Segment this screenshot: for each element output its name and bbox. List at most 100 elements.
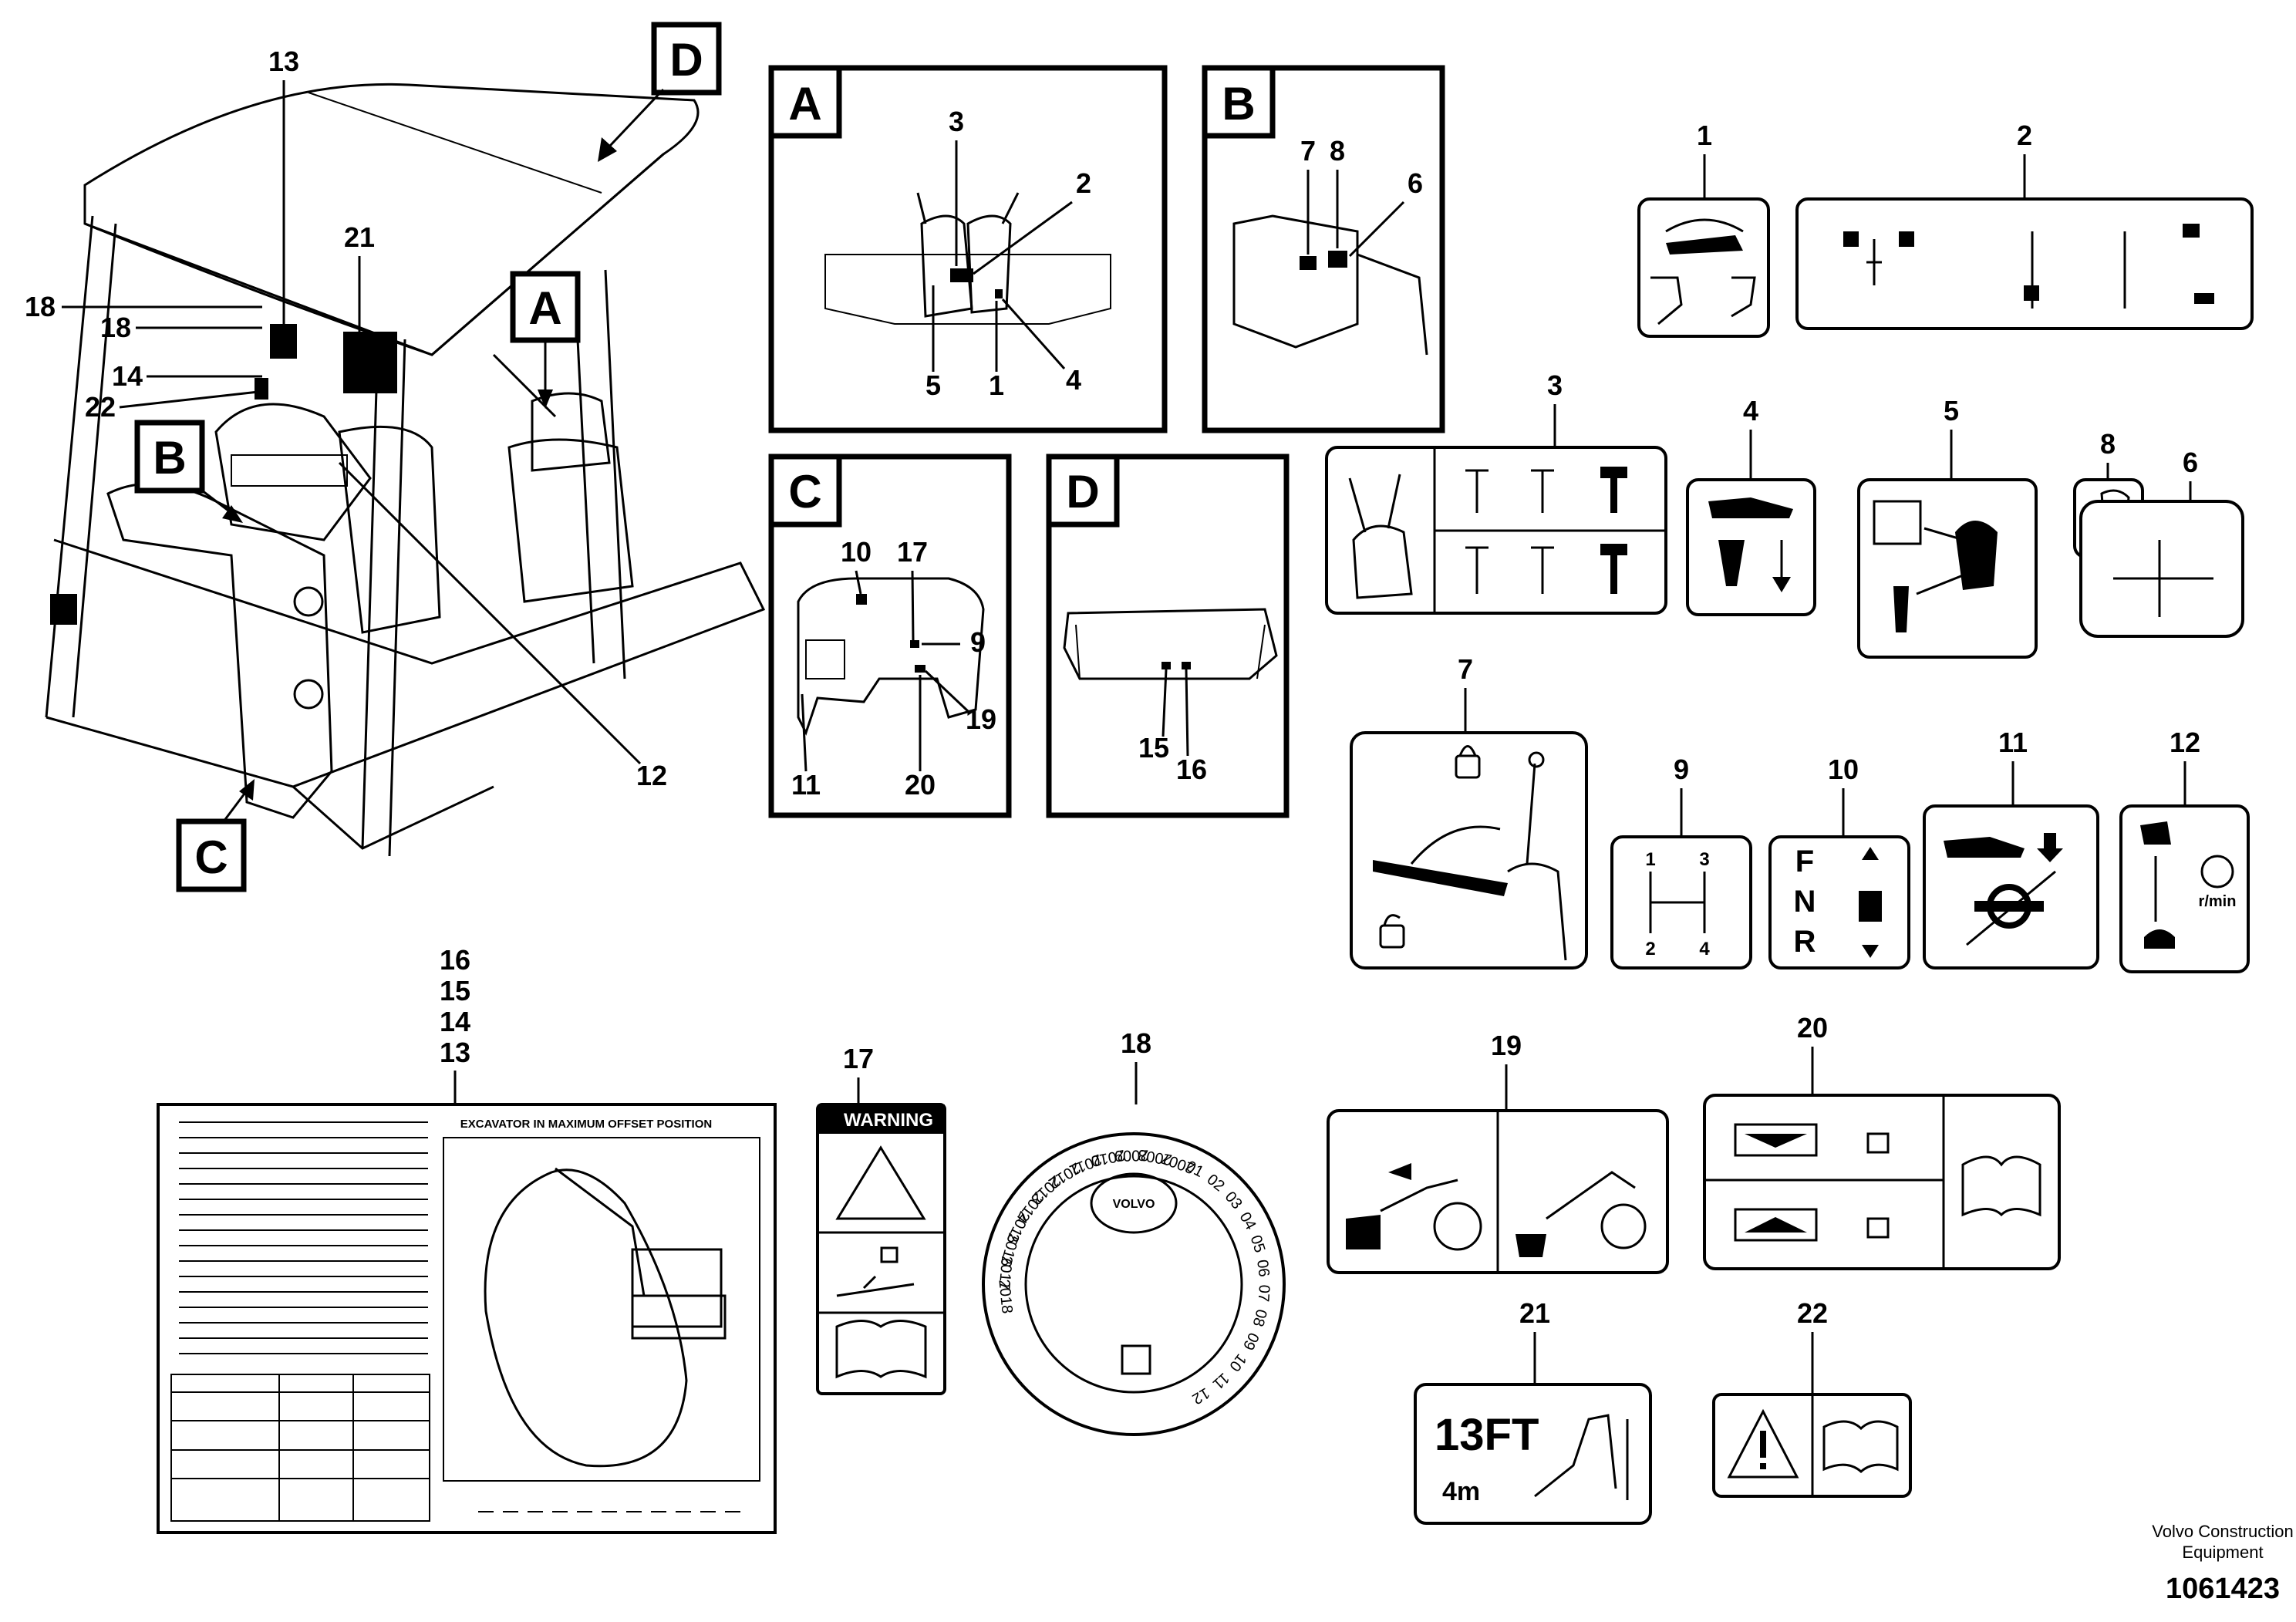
svg-text:6: 6	[1408, 167, 1423, 199]
svg-text:B: B	[1222, 78, 1255, 130]
svg-text:1: 1	[1697, 120, 1712, 151]
svg-text:8: 8	[2100, 428, 2116, 460]
svg-text:5: 5	[925, 369, 941, 401]
detail-pointer-C: C	[176, 779, 255, 892]
svg-text:6: 6	[2183, 447, 2198, 478]
svg-text:r/min: r/min	[2199, 893, 2237, 910]
decal-2: 2	[1795, 120, 2254, 330]
offset-decal: 16 15 14 13	[157, 944, 777, 1534]
svg-text:B: B	[153, 432, 186, 484]
svg-text:11: 11	[1998, 727, 2028, 758]
wheel-year: 2009	[1114, 1146, 1149, 1164]
decal-18-year-wheel: 18 VOLVO 2007200820092010201120122013201…	[982, 1027, 1286, 1436]
svg-text:C: C	[788, 466, 821, 518]
svg-text:C: C	[194, 831, 228, 883]
svg-text:22: 22	[1797, 1297, 1828, 1329]
callout: 22	[85, 391, 116, 423]
callout: 18	[100, 312, 131, 343]
callout: 13	[268, 46, 299, 77]
svg-text:D: D	[1066, 466, 1099, 518]
detail-box-A: A 3 2 5 1 4	[768, 65, 1168, 433]
svg-text:15: 15	[440, 975, 470, 1007]
svg-text:2: 2	[1076, 167, 1091, 199]
svg-text:12: 12	[2170, 727, 2200, 758]
decal-9: 9 1 3 2 4	[1610, 754, 1752, 969]
svg-text:N: N	[1794, 885, 1816, 919]
offset-title: EXCAVATOR IN MAXIMUM OFFSET POSITION	[460, 1118, 712, 1131]
callout: 12	[636, 760, 667, 791]
footer: Volvo Construction Equipment 1061423	[2152, 1522, 2293, 1605]
svg-text:3: 3	[1547, 369, 1563, 401]
svg-text:20: 20	[1797, 1012, 1828, 1044]
svg-text:17: 17	[897, 536, 928, 568]
decal-5: 5	[1857, 395, 2038, 659]
height-m: 4m	[1442, 1477, 1480, 1506]
detail-box-C: C 10 17 9 19 11 20	[768, 454, 1012, 818]
height-ft: 13FT	[1435, 1410, 1539, 1460]
svg-text:F: F	[1795, 845, 1814, 878]
svg-text:16: 16	[440, 944, 470, 976]
callout: 18	[25, 291, 56, 322]
svg-text:A: A	[788, 78, 821, 130]
decal-17-warning: 17 WARNING	[816, 1043, 946, 1395]
callout: 14	[112, 360, 143, 392]
svg-text:8: 8	[1330, 135, 1345, 167]
svg-text:2: 2	[2017, 120, 2032, 151]
svg-text:13: 13	[440, 1037, 470, 1068]
text-lines	[179, 1121, 428, 1354]
company-line2: Equipment	[2182, 1543, 2263, 1562]
detail-pointer-D: D	[598, 22, 722, 162]
svg-text:19: 19	[1491, 1030, 1522, 1061]
svg-text:1: 1	[1645, 849, 1655, 870]
svg-text:A: A	[528, 282, 561, 334]
svg-text:10: 10	[1828, 754, 1859, 785]
decal-4: 4	[1686, 395, 1816, 616]
svg-text:3: 3	[1699, 849, 1709, 870]
svg-text:7: 7	[1458, 653, 1473, 685]
main-callouts: 13 21 18 18 14 22 12	[25, 46, 667, 791]
decal-11: 11	[1923, 727, 2099, 969]
svg-text:17: 17	[843, 1043, 874, 1074]
svg-text:20: 20	[905, 769, 936, 801]
callout: 21	[344, 221, 375, 253]
svg-text:19: 19	[966, 703, 996, 735]
svg-text:4: 4	[1699, 939, 1710, 959]
detail-box-D: D 15 16	[1046, 454, 1290, 818]
svg-text:9: 9	[970, 626, 986, 658]
svg-text:4: 4	[1743, 395, 1758, 427]
svg-text:21: 21	[1519, 1297, 1550, 1329]
decal-7: 7	[1350, 653, 1588, 969]
svg-text:R: R	[1794, 925, 1816, 959]
wheel-month: 06	[1253, 1259, 1273, 1278]
wheel-month: 07	[1255, 1284, 1273, 1303]
part-number: 1061423	[2166, 1573, 2280, 1605]
decal-21: 21 13FT 4m	[1414, 1297, 1652, 1525]
company-line1: Volvo Construction	[2152, 1522, 2293, 1541]
decal-19: 19	[1327, 1030, 1669, 1274]
svg-text:D: D	[669, 34, 703, 86]
detail-box-B: B 7 8 6	[1202, 65, 1445, 433]
detail-pointer-B: B	[134, 420, 243, 523]
svg-text:10: 10	[841, 536, 872, 568]
decal-6: 6	[2079, 447, 2244, 638]
svg-text:3: 3	[949, 106, 964, 137]
svg-text:4: 4	[1066, 364, 1081, 396]
wheel-year: 2018	[995, 1279, 1015, 1314]
svg-text:2: 2	[1645, 939, 1655, 959]
decal-3: 3	[1325, 369, 1667, 615]
decal-12: 12 r/min	[2119, 727, 2250, 973]
brand-text: VOLVO	[1113, 1198, 1155, 1211]
warning-text: WARNING	[844, 1110, 933, 1131]
svg-text:5: 5	[1944, 395, 1959, 427]
decal-10: 10 F N R	[1768, 754, 1910, 969]
svg-text:1: 1	[989, 369, 1004, 401]
svg-text:15: 15	[1138, 732, 1169, 764]
svg-text:11: 11	[791, 769, 821, 801]
detail-pointer-A: A	[510, 271, 581, 409]
svg-text:14: 14	[440, 1006, 470, 1037]
svg-text:7: 7	[1300, 135, 1316, 167]
svg-text:16: 16	[1176, 754, 1207, 785]
decal-1: 1	[1637, 120, 1770, 338]
decal-22: 22	[1712, 1297, 1912, 1498]
